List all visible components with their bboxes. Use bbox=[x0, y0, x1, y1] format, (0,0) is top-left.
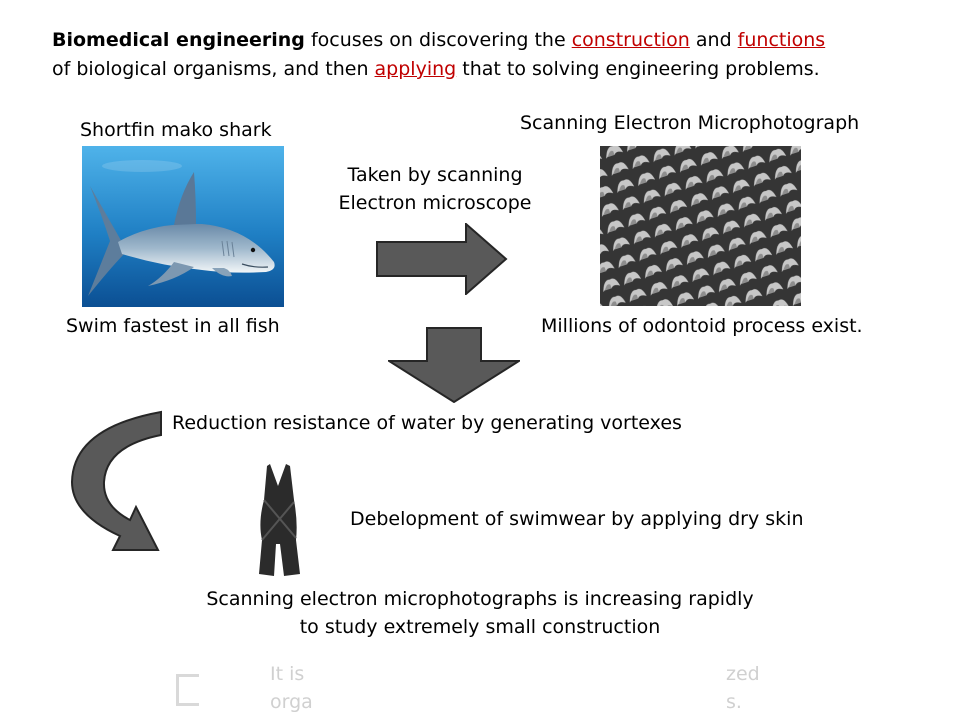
down-arrow-icon bbox=[388, 327, 520, 403]
reduction-text: Reduction resistance of water by generat… bbox=[172, 412, 682, 434]
shark-title: Shortfin mako shark bbox=[80, 119, 272, 141]
shark-photo bbox=[82, 146, 284, 307]
sem-caption: Millions of odontoid process exist. bbox=[541, 315, 863, 337]
sem-micrograph bbox=[600, 146, 801, 306]
intro-text-4: that to solving engineering problems. bbox=[456, 58, 820, 80]
highlight-applying: applying bbox=[374, 58, 457, 80]
intro-line-1: Biomedical engineering focuses on discov… bbox=[52, 26, 825, 55]
swimsuit-image bbox=[259, 464, 300, 576]
sem-title: Scanning Electron Microphotograph bbox=[520, 112, 860, 134]
shark-caption: Swim fastest in all fish bbox=[66, 315, 280, 337]
highlight-construction: construction bbox=[571, 29, 690, 51]
study-text-line-2: to study extremely small construction bbox=[299, 616, 661, 638]
highlight-functions: functions bbox=[737, 29, 826, 51]
swimwear-text: Debelopment of swimwear by applying dry … bbox=[350, 508, 804, 530]
intro-line-2: of biological organisms, and then applyi… bbox=[52, 55, 825, 84]
footer-fragment-bracket bbox=[176, 674, 199, 706]
scan-label-line-1: Taken by scanning bbox=[347, 164, 523, 186]
scan-label-line-2: Electron microscope bbox=[338, 192, 532, 214]
intro-text-2: and bbox=[689, 29, 738, 51]
study-text: Scanning electron microphotographs is in… bbox=[180, 585, 780, 641]
intro-text-3: of biological organisms, and then bbox=[52, 58, 375, 80]
intro-text-1: focuses on discovering the bbox=[304, 29, 572, 51]
curved-arrow-icon bbox=[70, 410, 162, 551]
right-arrow-icon bbox=[376, 223, 508, 295]
intro-text: Biomedical engineering focuses on discov… bbox=[52, 26, 825, 84]
study-text-line-1: Scanning electron microphotographs is in… bbox=[206, 588, 754, 610]
footer-line-2-start: orga bbox=[270, 691, 313, 713]
intro-bold-term: Biomedical engineering bbox=[52, 29, 305, 51]
scan-label: Taken by scanning Electron microscope bbox=[320, 161, 550, 217]
footer-line-1-end: zed bbox=[726, 663, 760, 685]
footer-line-1-start: It is bbox=[270, 663, 305, 685]
footer-line-2-end: s. bbox=[726, 691, 742, 713]
